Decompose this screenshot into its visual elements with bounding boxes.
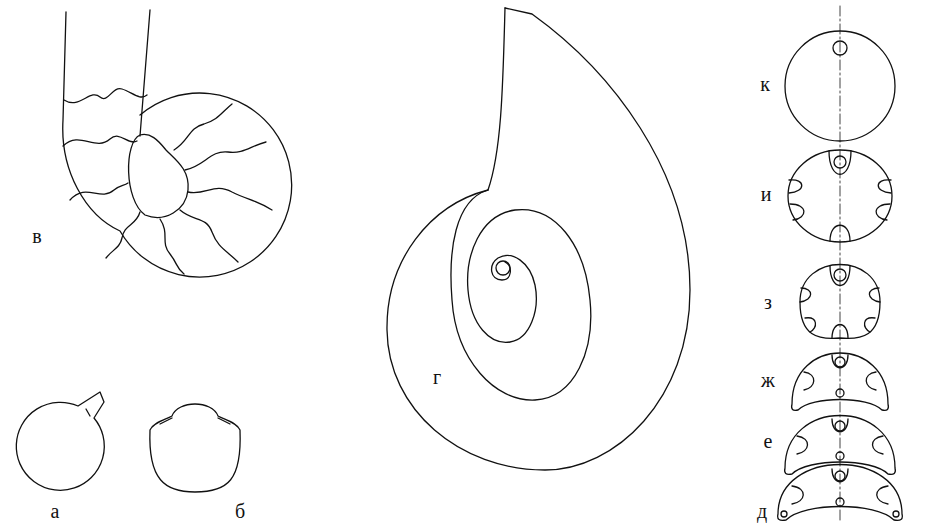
shell-outline bbox=[63, 12, 292, 277]
suture-lobe bbox=[865, 318, 875, 332]
figure-letter: и bbox=[761, 184, 772, 204]
suture-line bbox=[180, 210, 238, 262]
end-lobe bbox=[893, 511, 899, 517]
whorl-section bbox=[785, 31, 895, 141]
suture-lobe bbox=[832, 419, 848, 432]
whorl-section bbox=[785, 416, 896, 475]
suture-line bbox=[70, 183, 128, 200]
aperture-mark bbox=[86, 409, 90, 416]
suture-lobe bbox=[830, 225, 850, 241]
suture-line bbox=[106, 212, 140, 258]
siphuncle bbox=[833, 41, 847, 55]
figure-letter: ж bbox=[761, 370, 775, 390]
suture-lobe bbox=[800, 288, 811, 302]
suture-lobe bbox=[872, 436, 883, 454]
figure-letter: б bbox=[235, 501, 245, 521]
suture-lobe bbox=[832, 469, 848, 482]
siphuncle bbox=[836, 498, 844, 506]
suture-lobe bbox=[805, 318, 815, 332]
end-lobe bbox=[781, 511, 787, 517]
suture-lobe bbox=[866, 372, 876, 390]
whorl-section bbox=[778, 465, 903, 521]
siphuncle bbox=[835, 471, 845, 481]
suture-lobe bbox=[876, 204, 890, 220]
suture-lobe bbox=[792, 486, 803, 504]
figure-letter: з bbox=[764, 292, 772, 312]
suture-line bbox=[185, 142, 266, 170]
suture-line bbox=[160, 219, 184, 274]
suture-lobe bbox=[797, 436, 808, 454]
suture-lobe bbox=[878, 180, 891, 193]
suture-lobe bbox=[829, 151, 851, 174]
spiral-shell-outline bbox=[488, 8, 505, 190]
suture-lobe bbox=[804, 372, 814, 390]
figure-letter: к bbox=[760, 74, 770, 94]
suture-lobe bbox=[832, 325, 848, 339]
suture-line bbox=[174, 104, 232, 150]
figure-letter: в bbox=[32, 226, 41, 246]
suture-line bbox=[188, 188, 272, 210]
siphuncle bbox=[836, 452, 844, 460]
suture-lobe bbox=[832, 355, 848, 368]
siphuncle bbox=[835, 357, 845, 367]
suture-lobe bbox=[790, 204, 804, 220]
spiral-whorl bbox=[451, 190, 591, 400]
whorl-section bbox=[792, 353, 889, 410]
shell-front-view bbox=[150, 404, 240, 492]
figure-letter: е bbox=[764, 431, 773, 451]
aperture-mark bbox=[218, 418, 230, 424]
suture-line bbox=[64, 89, 147, 103]
suture-lobe bbox=[877, 486, 888, 504]
whorl-section bbox=[788, 150, 892, 242]
siphuncle bbox=[836, 389, 844, 397]
figure-letter: г bbox=[433, 367, 441, 387]
shell-side-view bbox=[16, 392, 104, 490]
figure-letter: а bbox=[51, 501, 60, 521]
spiral-shell-outline bbox=[387, 8, 690, 470]
siphuncle bbox=[834, 156, 846, 168]
suture-lobe bbox=[869, 288, 880, 302]
aperture-mark bbox=[160, 418, 172, 424]
siphuncle bbox=[835, 421, 845, 431]
suture-lobe bbox=[830, 266, 850, 286]
whorl-section bbox=[800, 265, 880, 339]
shell-outline bbox=[140, 10, 150, 136]
suture-lobe bbox=[789, 180, 802, 193]
figure-letter: д bbox=[757, 501, 767, 521]
suture-line bbox=[63, 136, 137, 146]
protoconch bbox=[496, 261, 510, 275]
siphuncle bbox=[834, 269, 846, 281]
